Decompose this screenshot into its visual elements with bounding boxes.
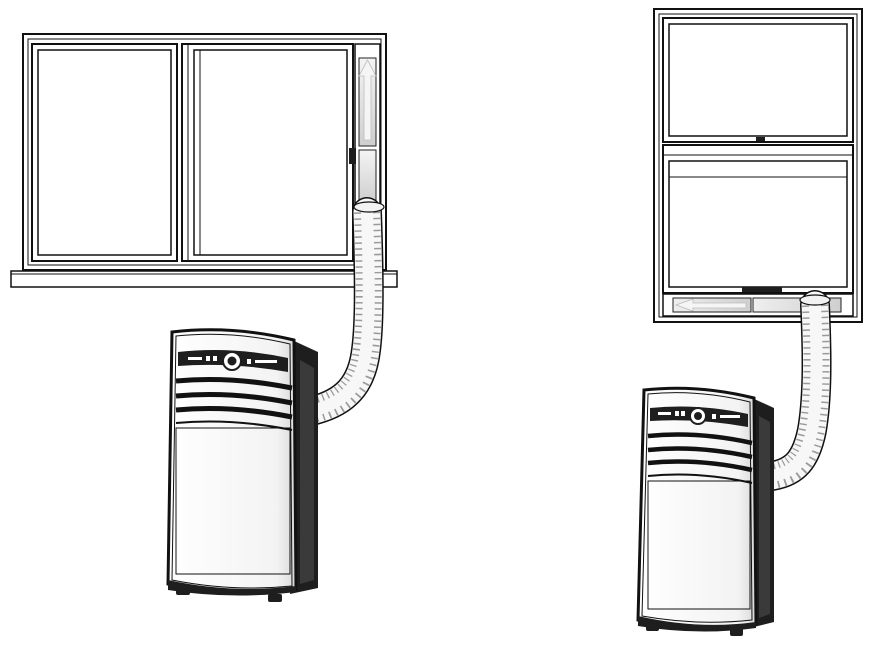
exhaust-hose-right — [757, 290, 832, 491]
sliding-window — [10, 33, 398, 288]
control-panel — [178, 350, 288, 372]
window-sash-lower — [662, 144, 854, 294]
double-hung-window — [653, 8, 863, 323]
portable-air-conditioner — [166, 328, 318, 602]
window-kit-panel — [349, 43, 381, 262]
arrow-up-icon — [358, 59, 377, 141]
window-sill — [10, 270, 398, 288]
window-sash-left — [31, 43, 178, 262]
window-sash-right — [181, 43, 354, 262]
portable-air-conditioner-right — [636, 386, 774, 636]
control-panel-right — [650, 406, 748, 427]
air-louvers-right — [647, 432, 753, 484]
arrow-left-icon — [674, 298, 747, 312]
exhaust-hose — [300, 197, 385, 425]
window-sash-upper — [662, 17, 854, 143]
